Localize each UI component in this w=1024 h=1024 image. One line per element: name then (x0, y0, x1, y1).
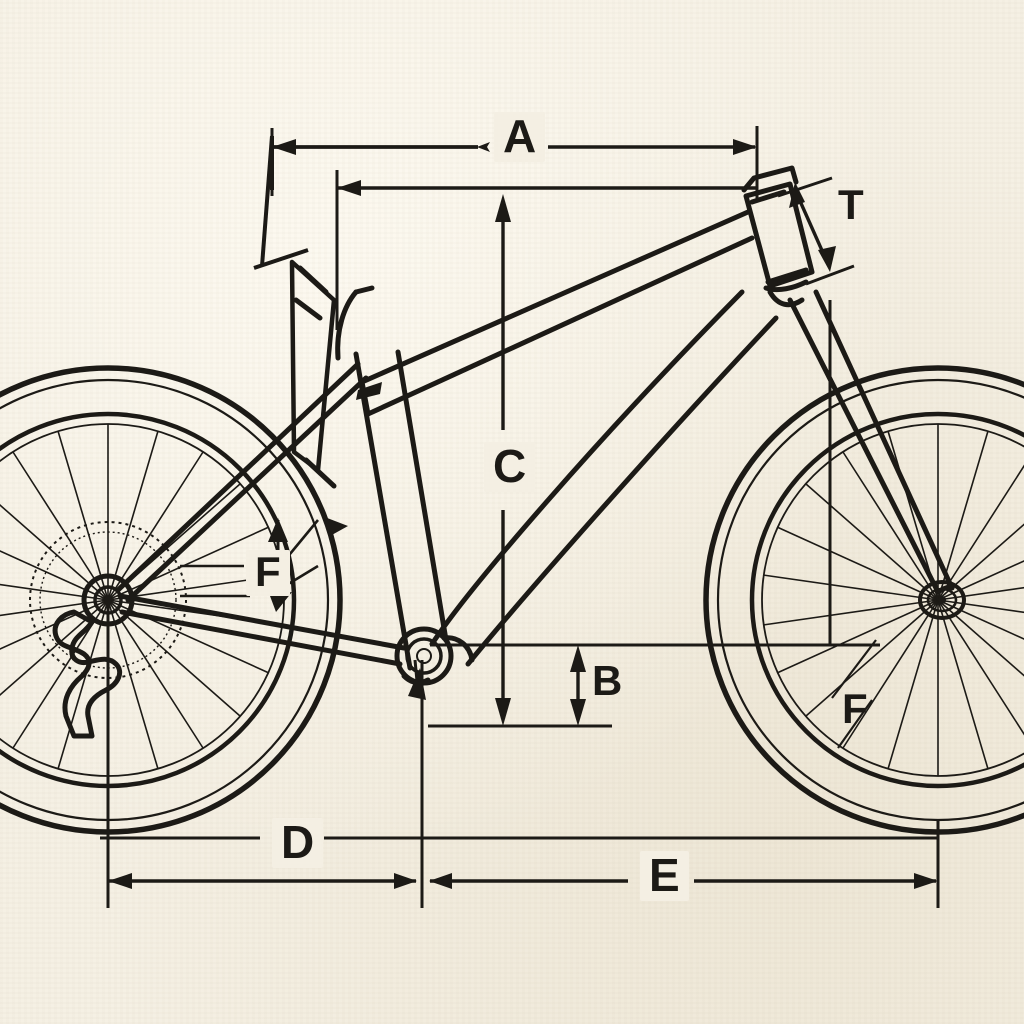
dimension-line-reach (335, 170, 757, 330)
dimension-label-F-rear: F (246, 550, 290, 596)
dimension-line-A (270, 126, 759, 200)
leader-lines-F-front (831, 639, 877, 749)
frame-detail-marks (322, 382, 382, 536)
seat-post-assembly (289, 259, 337, 489)
dimension-line-D (100, 836, 938, 889)
dimension-line-T (777, 176, 855, 286)
dimension-line-B (570, 645, 586, 726)
saddle-rail-lines (253, 135, 309, 270)
front-wheel (703, 365, 1024, 835)
dimension-label-E: E (640, 851, 689, 901)
dimension-line-E (429, 873, 938, 889)
rear-derailleur (52, 609, 123, 739)
dimension-label-B: B (592, 657, 623, 704)
dimension-label-T: T (838, 181, 864, 228)
leader-lines-F-rear (180, 518, 426, 700)
dimension-label-F-front: F (842, 685, 868, 732)
dimension-label-A: A (494, 112, 546, 162)
front-wheel-spokes (762, 424, 1024, 776)
dimension-line-C (428, 194, 880, 728)
extension-lines (106, 300, 940, 908)
dimension-label-D: D (272, 818, 324, 868)
dimension-label-C: C (484, 442, 536, 492)
frame-tubes (115, 165, 966, 686)
rear-wheel (0, 365, 343, 835)
